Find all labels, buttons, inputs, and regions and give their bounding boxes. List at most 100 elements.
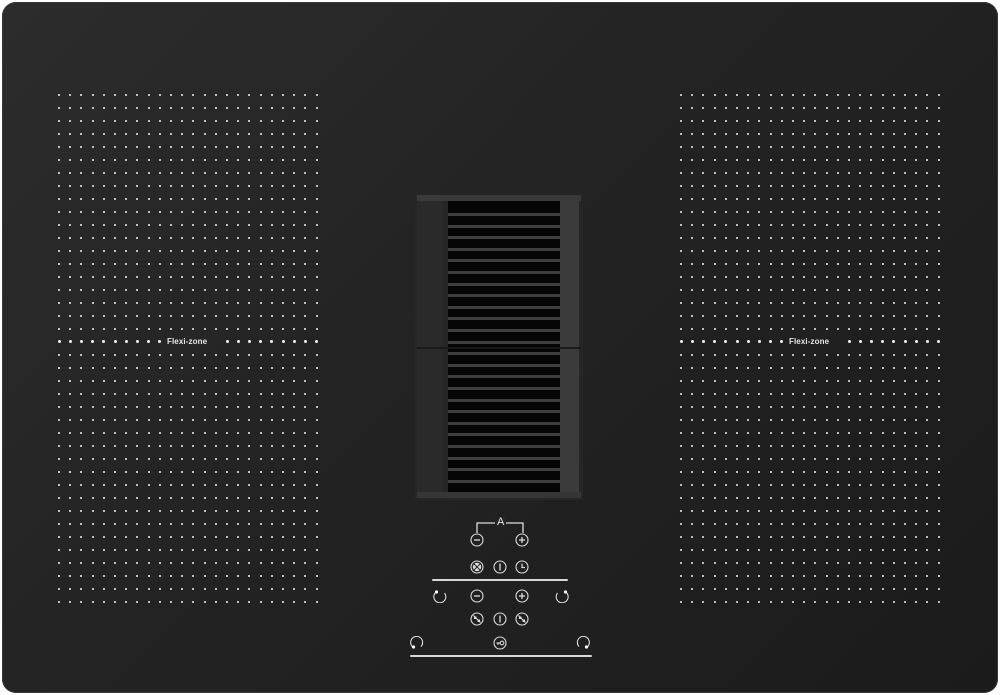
zone-dot [69,523,72,525]
zone-dot [769,185,772,187]
hood-minus-icon[interactable] [470,533,484,547]
zone-dot [192,419,195,421]
zone-select-left-icon[interactable] [433,589,447,603]
zone-dot [114,276,116,278]
zone-dot [114,354,116,356]
zone-dot [892,263,895,265]
vent-slat [448,398,560,402]
zone-dot [304,172,307,174]
zone-dot [915,289,918,291]
zone-dot [293,328,296,330]
zone-dot [226,172,228,174]
zone-dot [69,471,72,473]
zone-dot [847,339,851,343]
zone-dot [147,339,151,343]
zone-dot [136,198,139,200]
level-plus-icon[interactable] [515,589,529,603]
vent-slat [448,479,560,483]
zone-dot [192,601,195,603]
timer-icon[interactable] [515,560,529,574]
zone-dot [736,302,738,304]
zone-dot [792,315,794,317]
zone-dot [814,250,817,252]
zone-dot [859,185,862,187]
zone-dot [214,120,217,122]
zone-dot [214,588,217,590]
zone-dot [691,120,694,122]
zone-dot [293,237,296,239]
zone-dot [758,120,761,122]
zone-dot [803,575,806,577]
vent-slat [448,340,560,344]
zone-dot [915,471,918,473]
zone-dot [170,380,172,382]
zone-dot [158,120,161,122]
zone-dot [203,159,206,161]
zone-dot [881,250,884,252]
zone-dot [203,484,206,486]
zone-dot [758,172,761,174]
zone-dot [702,367,705,369]
zone-dot [937,263,940,265]
filter-icon[interactable] [470,560,484,574]
zone-dot [870,120,873,122]
boost-right-icon[interactable] [515,612,529,626]
zone-dot [836,588,839,590]
zone-dot [304,211,307,213]
level-minus-icon[interactable] [470,589,484,603]
zone-dot [769,133,772,135]
zone-dot [102,120,105,122]
zone-dot [192,328,195,330]
zone-dot [170,276,172,278]
zone-dot [315,458,318,460]
zone-dot [259,406,262,408]
boost-left-icon[interactable] [470,612,484,626]
zone-dot [724,146,727,148]
zone-select-rear-left-icon[interactable] [410,636,424,650]
zone-dot [170,497,172,499]
zone-dot [270,523,273,525]
zone-dot [214,484,217,486]
zone-select-rear-right-icon[interactable] [576,636,590,650]
zone-dot [724,94,727,96]
zone-dot [259,523,262,525]
zone-dot [792,458,794,460]
zone-dot [680,328,682,330]
zone-dot [58,250,60,252]
zone-dot [125,497,128,499]
zone-dot [125,445,128,447]
zone-dot [758,289,761,291]
zone-dot [915,510,918,512]
cooktop-power-icon[interactable] [493,612,507,626]
zone-select-right-icon[interactable] [555,589,569,603]
zone-dot [724,289,727,291]
zone-dot [170,562,172,564]
zone-dot [91,419,94,421]
zone-dot [848,367,850,369]
zone-dot [780,380,783,382]
zone-dot [237,588,240,590]
zone-dot [780,250,783,252]
hood-power-icon[interactable] [493,560,507,574]
zone-dot [69,380,72,382]
zone-dot [214,497,217,499]
zone-dot [904,367,906,369]
zone-dot [214,354,217,356]
zone-dot [836,172,839,174]
zone-dot [713,107,716,109]
zone-dot [702,315,705,317]
child-lock-icon[interactable] [493,636,507,650]
zone-dot [226,237,228,239]
zone-dot [214,263,217,265]
zone-dot [147,536,150,538]
zone-dot [892,432,895,434]
zone-dot [304,146,307,148]
zone-dot [848,562,850,564]
zone-dot [724,367,727,369]
hood-plus-icon[interactable] [515,533,529,547]
zone-dot [170,263,172,265]
zone-dot [293,250,296,252]
zone-dot [937,237,940,239]
zone-dot [147,523,150,525]
zone-dot [702,588,705,590]
